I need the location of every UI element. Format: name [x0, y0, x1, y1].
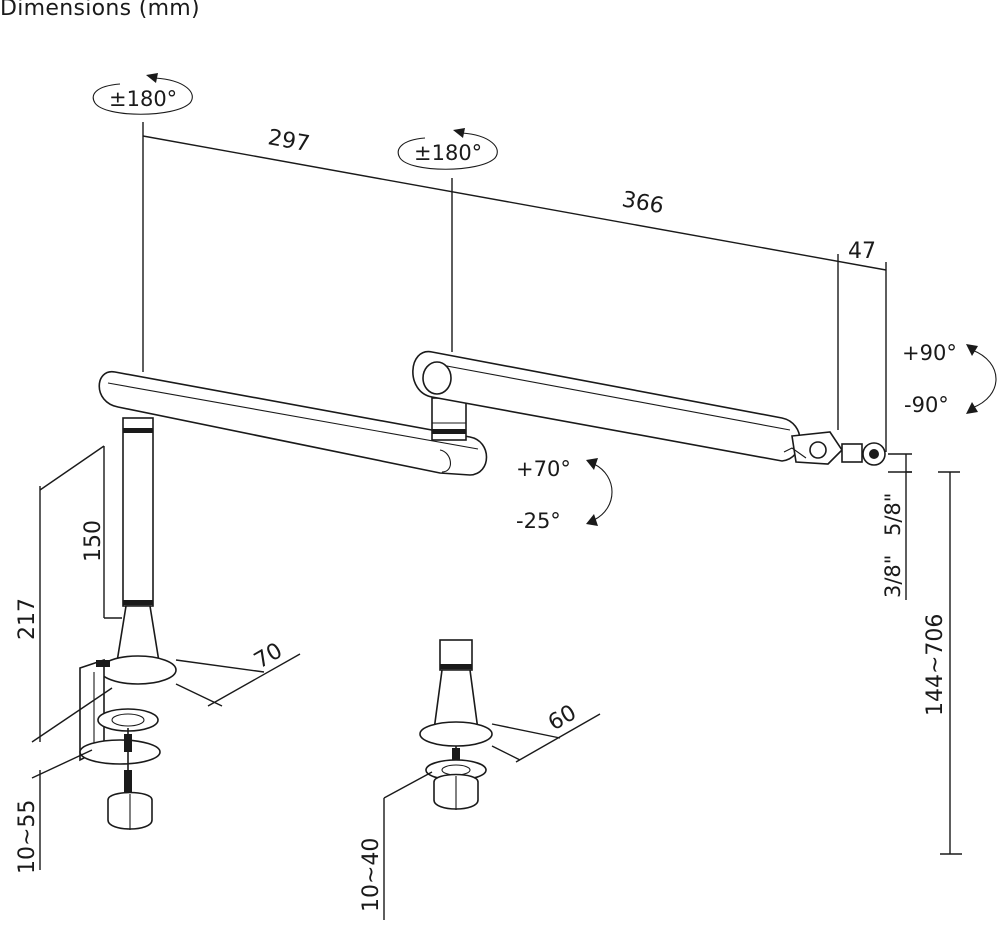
- total-height-dimension: [31, 486, 113, 743]
- label-pole-height: 150: [81, 520, 106, 562]
- label-middle-rotation: ±180°: [414, 141, 482, 165]
- arm-segment-1: [98, 371, 488, 476]
- height-range-dimension: [938, 471, 962, 855]
- label-head-offset: 47: [848, 239, 876, 264]
- pole-clamp-version: [99, 417, 177, 685]
- grommet-base-dimension: [491, 713, 601, 763]
- mic-head-adapter: [783, 431, 886, 466]
- arm-segment-2: [412, 351, 801, 462]
- label-base-rotation: ±180°: [109, 87, 177, 111]
- label-grommet-base: 60: [544, 700, 581, 736]
- clamp-base-dimension: [175, 653, 301, 707]
- label-arm-1-length: 297: [266, 125, 312, 157]
- thread-dimensions: [888, 453, 912, 600]
- label-clamp-range: 10~55: [15, 800, 40, 874]
- label-grommet-range: 10~40: [359, 838, 384, 912]
- rotation-ellipse-middle: [397, 128, 498, 170]
- label-clamp-base: 70: [250, 638, 287, 674]
- label-head-up: +90°: [902, 341, 957, 365]
- pole-height-dimension: [39, 445, 122, 619]
- middle-joint: [431, 397, 467, 441]
- tilt-arrow: [586, 458, 613, 526]
- rotation-ellipse-base: [92, 73, 193, 115]
- label-tilt-up: +70°: [516, 457, 571, 481]
- label-arm-2-length: 366: [620, 187, 666, 219]
- clamp-range-dimension: [31, 749, 93, 870]
- grommet-range-dimension: [383, 771, 433, 920]
- label-thread-small: 3/8": [881, 555, 905, 598]
- label-head-down: -90°: [904, 393, 949, 417]
- label-height-range: 144~706: [923, 614, 948, 716]
- top-dimension-lines: [142, 122, 887, 452]
- desk-clamp: [79, 658, 161, 830]
- label-total-height: 217: [15, 598, 40, 640]
- diagram-title: Dimensions (mm): [0, 0, 200, 21]
- label-tilt-down: -25°: [516, 509, 561, 533]
- pole-grommet-version: [419, 639, 493, 810]
- label-thread-large: 5/8": [881, 493, 905, 536]
- head-rotation-arrow: [966, 344, 997, 414]
